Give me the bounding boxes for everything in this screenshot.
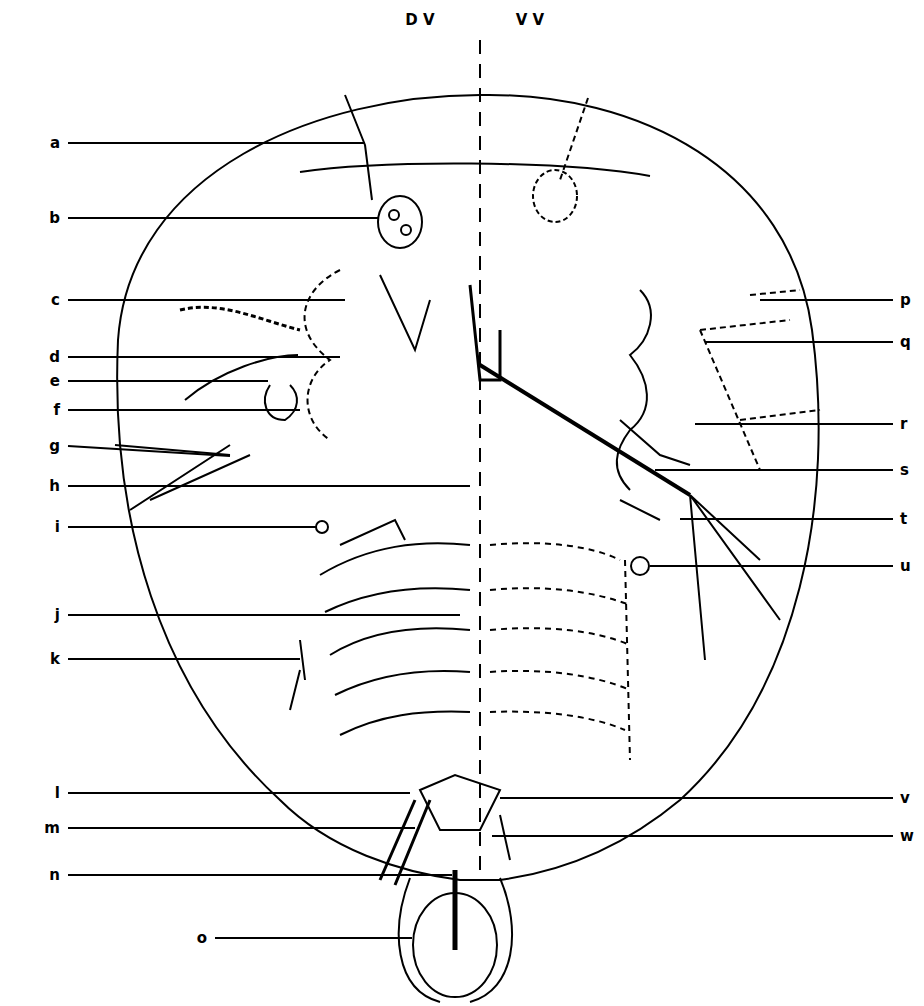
part-letter: i bbox=[53, 518, 62, 536]
maxilla-outline bbox=[305, 270, 340, 440]
part-letter: w bbox=[898, 827, 916, 845]
part-letter: d bbox=[47, 348, 62, 366]
sucker bbox=[631, 557, 649, 575]
part-letter: k bbox=[48, 650, 62, 668]
antenna bbox=[480, 365, 690, 495]
sucker-rudiment bbox=[316, 521, 328, 533]
caudal-setae bbox=[380, 800, 430, 885]
eye bbox=[378, 196, 422, 248]
thoracic-segment bbox=[340, 712, 470, 735]
thoracic-segment bbox=[320, 543, 470, 575]
part-letter: v bbox=[898, 789, 912, 807]
part-letter: l bbox=[53, 784, 62, 802]
part-letter: j bbox=[53, 606, 62, 624]
part-letter: t bbox=[898, 510, 909, 528]
part-letter: u bbox=[898, 557, 913, 575]
part-letter: e bbox=[48, 372, 62, 390]
setae bbox=[290, 640, 305, 710]
part-letter: p bbox=[898, 291, 913, 309]
part-letter: c bbox=[49, 291, 62, 309]
part-letter: h bbox=[47, 477, 62, 495]
antenna bbox=[180, 307, 300, 330]
eye-pigment bbox=[401, 225, 411, 235]
part-letter: m bbox=[42, 819, 62, 837]
eye-pigment bbox=[389, 210, 399, 220]
swimming-leg bbox=[130, 445, 250, 510]
part-letter: n bbox=[47, 866, 62, 884]
thoracic-segment bbox=[335, 671, 470, 695]
view-heading: V V bbox=[514, 11, 546, 29]
leg-ventral bbox=[700, 290, 820, 470]
view-heading: D V bbox=[403, 11, 436, 29]
ventral-segments bbox=[490, 543, 630, 760]
hook bbox=[185, 355, 298, 400]
part-letter: q bbox=[898, 333, 913, 351]
carapace-outline bbox=[117, 95, 818, 880]
leader-lines bbox=[68, 143, 893, 938]
antennule bbox=[345, 95, 372, 200]
appendage bbox=[500, 815, 510, 860]
anal-tube bbox=[453, 870, 458, 950]
head-boundary bbox=[300, 163, 650, 176]
part-letter: b bbox=[47, 209, 62, 227]
part-letter: s bbox=[898, 461, 911, 479]
eye bbox=[533, 170, 577, 222]
part-letter: g bbox=[47, 437, 62, 455]
genital-area bbox=[420, 775, 500, 830]
part-letter: f bbox=[51, 401, 62, 419]
mouth-part bbox=[380, 275, 430, 350]
leg-base bbox=[340, 520, 405, 545]
maxilla bbox=[265, 385, 297, 420]
thoracic-segment bbox=[330, 628, 470, 655]
part-letter: a bbox=[48, 134, 62, 152]
antennule bbox=[560, 98, 588, 180]
thoracic-segment bbox=[325, 588, 470, 612]
part-letter: r bbox=[898, 415, 909, 433]
part-letter: o bbox=[195, 929, 209, 947]
